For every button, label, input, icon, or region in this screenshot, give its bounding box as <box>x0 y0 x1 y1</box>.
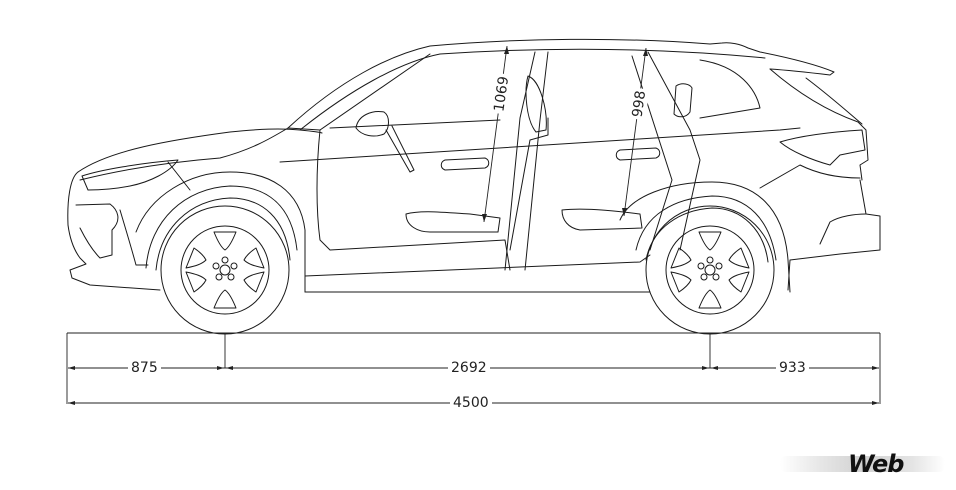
rear-seat-back <box>673 83 693 118</box>
rear-spoiler <box>805 77 863 125</box>
b-pillar <box>504 51 536 271</box>
front-door-handle <box>440 157 490 171</box>
fender-crease <box>167 161 191 191</box>
front-tire <box>160 205 290 335</box>
hood-line <box>77 128 323 173</box>
rear-bumper <box>787 179 881 291</box>
dimension-frame <box>66 332 881 404</box>
rear-rim <box>665 225 755 315</box>
front-arch-inner <box>155 197 291 271</box>
front-rim <box>180 225 270 315</box>
rear-arch-inner <box>645 207 769 263</box>
roof-outer-line <box>287 38 835 129</box>
front-hub <box>219 264 231 276</box>
wheelbase-label: 2692 <box>448 360 490 376</box>
headlight <box>81 159 179 191</box>
front-headroom-line <box>483 45 508 223</box>
front-lug-nuts <box>212 256 238 281</box>
bumper-line <box>119 209 149 266</box>
front-seat-back <box>525 75 547 133</box>
rear-seat-cushion <box>561 208 643 231</box>
grille <box>75 203 119 259</box>
front-seat-frame <box>509 117 549 251</box>
rear-lug-nuts <box>697 256 723 281</box>
front-arch-mid <box>145 185 298 269</box>
rear-spoke-openings <box>670 231 750 309</box>
front-fascia <box>67 171 161 291</box>
rear-arch-mid <box>635 195 777 261</box>
front-seat-cushion <box>405 211 501 233</box>
shoulder-line <box>329 119 501 129</box>
rear-glass <box>769 68 869 181</box>
rear-headroom-line <box>623 47 647 217</box>
overall-length-label: 4500 <box>450 395 492 411</box>
rear-hub <box>704 264 716 276</box>
rear-tire <box>645 205 775 335</box>
beltline <box>279 127 801 163</box>
front-door <box>316 129 511 271</box>
watermark-logo: Web <box>770 448 950 484</box>
rear-arch-outer <box>619 181 791 293</box>
rear-door-handle <box>615 147 661 161</box>
front-spoke-openings <box>185 231 265 309</box>
rear-quarter-window <box>699 59 761 119</box>
logo-text: Web <box>848 450 904 478</box>
logo-brush-stroke <box>780 456 945 472</box>
front-overhang-label: 875 <box>128 360 161 376</box>
rear-crease <box>759 164 861 189</box>
side-mirror <box>355 111 389 137</box>
hood-lower-line <box>79 127 289 181</box>
b-pillar-2 <box>524 51 549 271</box>
taillight <box>779 129 866 166</box>
mirror-arm <box>385 125 415 173</box>
c-pillar-2 <box>647 51 701 251</box>
a-pillar <box>287 53 431 131</box>
roof-inner-line <box>299 48 766 131</box>
rocker <box>304 254 651 277</box>
rear-bumper-detail <box>819 213 867 245</box>
rear-overhang-label: 933 <box>776 360 809 376</box>
front-arch-outer <box>135 171 306 293</box>
